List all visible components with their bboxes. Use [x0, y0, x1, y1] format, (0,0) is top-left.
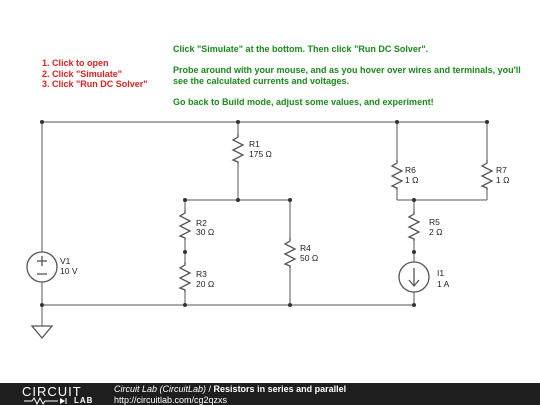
junction-dot	[288, 198, 292, 202]
junction-dot	[183, 198, 187, 202]
junction-dot	[183, 250, 187, 254]
r2-name: R2	[196, 218, 207, 228]
r5-value: 2 Ω	[429, 227, 442, 237]
r4-value: 50 Ω	[300, 253, 318, 263]
junction-dot	[40, 303, 44, 307]
junction-dot	[412, 303, 416, 307]
instructions: Click "Simulate" at the bottom. Then cli…	[173, 44, 533, 118]
step-3: 3. Click "Run DC Solver"	[42, 79, 148, 89]
voltage-source-v1[interactable]: V1 10 V	[26, 251, 78, 283]
junction-dot	[236, 120, 240, 124]
footer-circuit-title: Resistors in series and parallel	[213, 384, 347, 394]
circuit-schematic[interactable]: R1 175 Ω R2 30 Ω R3 20 Ω R4 50 Ω R5 2 Ω …	[0, 0, 540, 383]
i1-value: 1 A	[437, 279, 450, 289]
r7-value: 1 Ω	[496, 175, 509, 185]
r3-name: R3	[196, 269, 207, 279]
logo-word-lab: LAB	[74, 396, 94, 405]
resistor-r1[interactable]: R1 175 Ω	[231, 134, 272, 164]
r3-value: 20 Ω	[196, 279, 214, 289]
footer-title: Circuit Lab (CircuitLab) / Resistors in …	[114, 384, 346, 394]
v1-value: 10 V	[60, 266, 78, 276]
junction-dot	[412, 250, 416, 254]
junction-dot	[485, 120, 489, 124]
footer-bar: CIRCUIT LAB Circuit Lab (CircuitLab) / R…	[0, 383, 540, 405]
ground-symbol[interactable]	[30, 325, 54, 340]
junctions	[40, 120, 489, 307]
r6-name: R6	[405, 165, 416, 175]
r1-name: R1	[249, 139, 260, 149]
v1-name: V1	[60, 256, 71, 266]
r2-value: 30 Ω	[196, 227, 214, 237]
r5-name: R5	[429, 217, 440, 227]
step-2: 2. Click "Simulate"	[42, 68, 123, 79]
resistor-r4[interactable]: R4 50 Ω	[283, 238, 318, 268]
r6-value: 1 Ω	[405, 175, 418, 185]
logo-word-circuit: CIRCUIT	[22, 384, 82, 399]
i1-name: I1	[437, 268, 444, 278]
instruction-probe: Probe around with your mouse, and as you…	[173, 65, 521, 86]
step-1[interactable]: 1. Click to open	[42, 58, 109, 68]
circuitlab-logo[interactable]: CIRCUIT LAB	[8, 383, 108, 405]
resistor-r7[interactable]: R7 1 Ω	[480, 160, 509, 190]
footer-author[interactable]: Circuit Lab (CircuitLab)	[114, 384, 207, 394]
instruction-simulate: Click "Simulate" at the bottom. Then cli…	[173, 44, 429, 54]
logo-circuit-icon	[24, 397, 67, 405]
junction-dot	[412, 198, 416, 202]
r4-name: R4	[300, 243, 311, 253]
resistor-r2[interactable]: R2 30 Ω	[178, 210, 214, 240]
resistor-r5[interactable]: R5 2 Ω	[407, 211, 442, 241]
junction-dot	[288, 303, 292, 307]
junction-dot	[236, 198, 240, 202]
r7-name: R7	[496, 165, 507, 175]
junction-dot	[183, 303, 187, 307]
junction-dot	[40, 120, 44, 124]
instruction-experiment: Go back to Build mode, adjust some value…	[173, 96, 434, 107]
resistor-r3[interactable]: R3 20 Ω	[178, 262, 214, 292]
resistor-r6[interactable]: R6 1 Ω	[390, 160, 418, 190]
current-source-i1[interactable]: I1 1 A	[398, 261, 450, 293]
footer-url[interactable]: http://circuitlab.com/cg2qzxs	[114, 395, 228, 405]
wires	[41, 121, 488, 326]
r1-value: 175 Ω	[249, 149, 272, 159]
footer-separator: /	[206, 384, 214, 394]
junction-dot	[395, 120, 399, 124]
steps-list: 1. Click to open 2. Click "Simulate" 3. …	[42, 58, 148, 90]
